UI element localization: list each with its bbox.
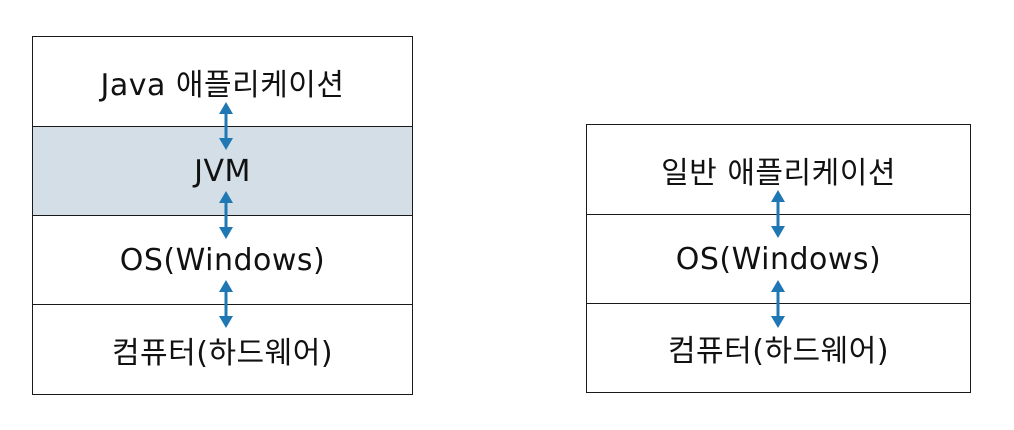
- double-arrow-icon: [219, 280, 233, 328]
- layer-general-application: 일반 애플리케이션: [587, 125, 970, 214]
- layer-hardware: 컴퓨터(하드웨어): [33, 304, 412, 394]
- layer-label: OS(Windows): [675, 241, 882, 277]
- double-arrow-icon: [219, 191, 233, 239]
- layer-label: 일반 애플리케이션: [661, 155, 896, 191]
- native-architecture-stack: 일반 애플리케이션 OS(Windows) 컴퓨터(하드웨어): [586, 124, 971, 393]
- double-arrow-icon: [771, 190, 785, 238]
- layer-hardware: 컴퓨터(하드웨어): [587, 303, 970, 392]
- layer-java-application: Java 애플리케이션: [33, 37, 412, 126]
- layer-label: JVM: [194, 153, 251, 189]
- layer-label: 컴퓨터(하드웨어): [111, 335, 334, 371]
- layer-label: Java 애플리케이션: [100, 67, 345, 103]
- double-arrow-icon: [771, 280, 785, 328]
- layer-os: OS(Windows): [33, 215, 412, 304]
- double-arrow-icon: [219, 102, 233, 150]
- layer-label: 컴퓨터(하드웨어): [667, 334, 890, 369]
- layer-label: OS(Windows): [119, 242, 326, 278]
